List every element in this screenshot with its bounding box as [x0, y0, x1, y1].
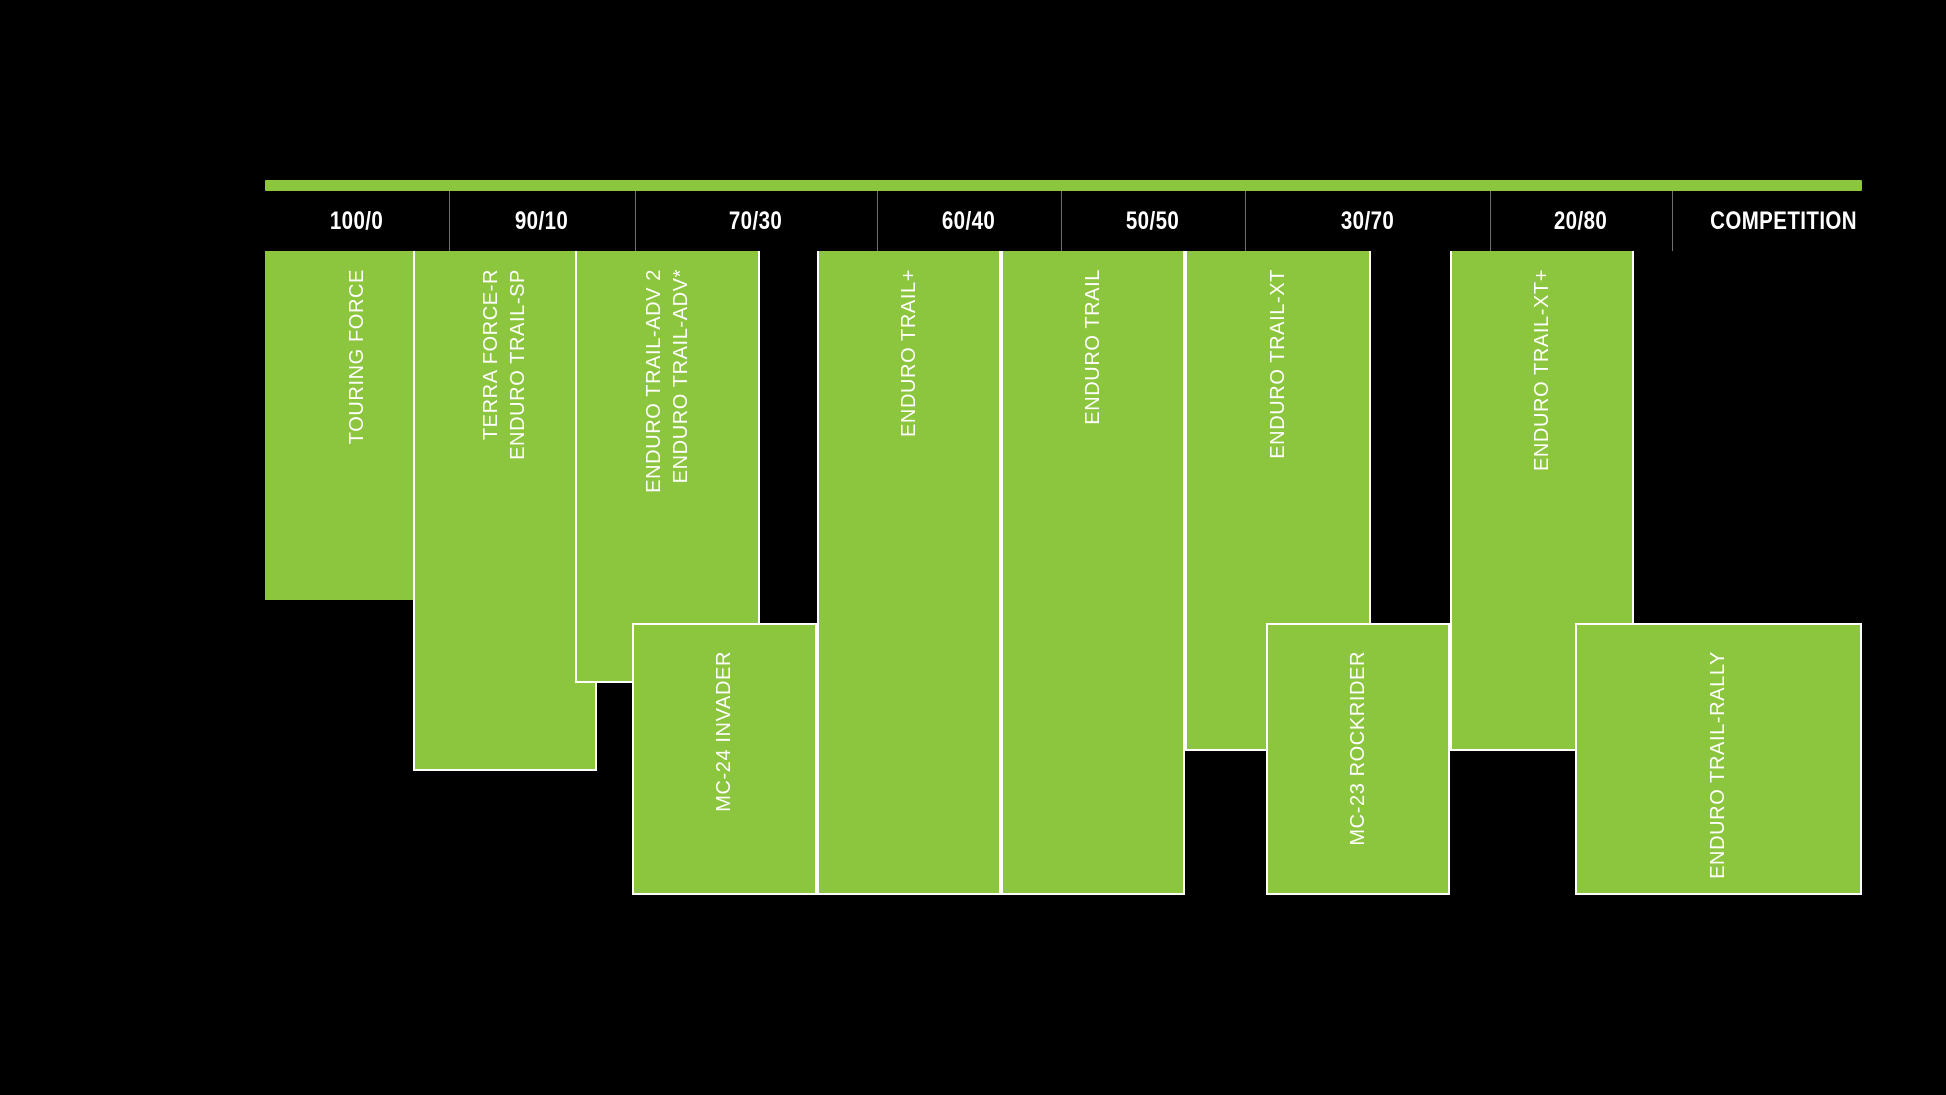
column-header-competition[interactable]: COMPETITION — [1672, 191, 1884, 251]
column-header-100-0[interactable]: 100/0 — [265, 191, 449, 251]
header-divider — [449, 191, 450, 251]
bar-label: ENDURO TRAIL+ — [897, 269, 920, 438]
column-header-row: 100/0 90/10 70/30 60/40 50/50 30/70 20/8… — [265, 191, 1862, 251]
bar-label-group: ENDURO TRAIL+ — [819, 251, 999, 893]
header-divider — [1672, 191, 1673, 251]
bar-label: ENDURO TRAIL — [1081, 269, 1104, 425]
bar-label-group: MC-23 ROCKRIDER — [1268, 625, 1448, 893]
header-divider — [1245, 191, 1246, 251]
column-header-label: 50/50 — [1126, 206, 1180, 235]
bar-label: ENDURO TRAIL-SP — [507, 269, 529, 460]
bar-label: MC-23 ROCKRIDER — [1346, 651, 1369, 846]
header-divider — [877, 191, 878, 251]
bar-label-group: ENDURO TRAIL-RALLY — [1577, 625, 1860, 893]
column-header-label: 60/40 — [942, 206, 996, 235]
bar-label: ENDURO TRAIL-XT+ — [1530, 269, 1553, 472]
bar-label-group: ENDURO TRAIL-ADV 2 ENDURO TRAIL-ADV* — [577, 251, 758, 681]
bar-label: MC-24 INVADER — [713, 651, 735, 812]
bar-label: ENDURO TRAIL-ADV* — [669, 269, 692, 484]
bar-label: ENDURO TRAIL-ADV 2 — [642, 269, 665, 493]
bar-label-group: ENDURO TRAIL — [1003, 251, 1183, 893]
column-header-20-80[interactable]: 20/80 — [1490, 191, 1672, 251]
column-header-label: COMPETITION — [1710, 206, 1857, 235]
column-header-label: 70/30 — [729, 206, 783, 235]
bar-label-group: TERRA FORCE-R ENDURO TRAIL-SP — [415, 251, 595, 769]
column-header-label: 20/80 — [1554, 206, 1608, 235]
bar-enduro-trail[interactable]: ENDURO TRAIL — [1001, 251, 1185, 895]
bar-label-group: MC-24 INVADER — [634, 625, 815, 893]
bar-label: ENDURO TRAIL-RALLY — [1707, 651, 1729, 879]
bar-label: ENDURO TRAIL-XT — [1266, 269, 1289, 459]
bars-plot-area: TOURING FORCE TERRA FORCE-R ENDURO TRAIL… — [265, 251, 1862, 895]
bar-label: TOURING FORCE — [345, 269, 368, 445]
accent-top-bar — [265, 180, 1862, 191]
header-divider — [1061, 191, 1062, 251]
bar-enduro-trail-rally[interactable]: ENDURO TRAIL-RALLY — [1575, 623, 1862, 895]
bar-mc-24-invader[interactable]: MC-24 INVADER — [632, 623, 817, 895]
column-header-label: 100/0 — [330, 206, 384, 235]
bar-terra-force-r[interactable]: TERRA FORCE-R ENDURO TRAIL-SP — [413, 251, 597, 771]
bar-label: TERRA FORCE-R — [480, 269, 502, 441]
column-header-30-70[interactable]: 30/70 — [1245, 191, 1490, 251]
column-header-label: 90/10 — [515, 206, 569, 235]
column-header-90-10[interactable]: 90/10 — [449, 191, 635, 251]
bar-mc-23-rockrider[interactable]: MC-23 ROCKRIDER — [1266, 623, 1450, 895]
column-header-50-50[interactable]: 50/50 — [1061, 191, 1245, 251]
bar-enduro-trail-plus[interactable]: ENDURO TRAIL+ — [817, 251, 1001, 895]
bar-enduro-trail-adv[interactable]: ENDURO TRAIL-ADV 2 ENDURO TRAIL-ADV* — [575, 251, 760, 683]
column-header-70-30[interactable]: 70/30 — [635, 191, 877, 251]
column-header-60-40[interactable]: 60/40 — [877, 191, 1061, 251]
header-divider — [635, 191, 636, 251]
header-divider — [1490, 191, 1491, 251]
column-header-label: 30/70 — [1340, 206, 1395, 235]
